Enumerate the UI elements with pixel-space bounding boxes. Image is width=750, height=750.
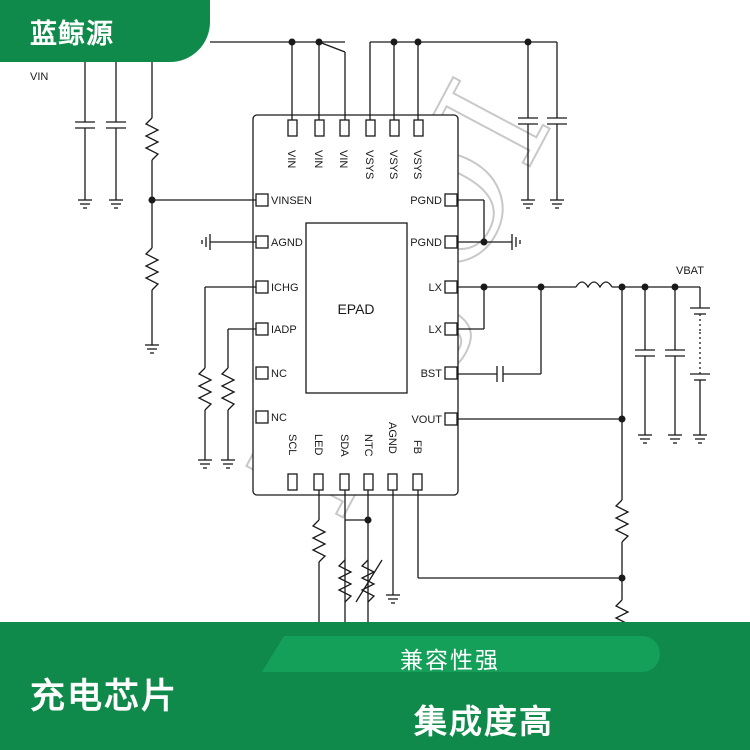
bottom-pin-label: LED [312,434,324,455]
left-pin-label: VINSEN [271,195,312,207]
bottom-pin-labels: SCL LED SDA NTC AGND FB [286,422,423,457]
bottom-pin-label: FB [411,440,423,454]
top-pin-label: VIN [337,150,349,168]
left-pin-label: AGND [271,237,303,249]
feature-tag-text: 兼容性强 [400,648,500,674]
footer-left-title: 充电芯片 [30,677,179,717]
bottom-pin-label: NTC [362,434,374,457]
right-pin-label: BST [421,368,443,380]
brand-tab [0,0,210,62]
bottom-pin-label: SCL [286,434,298,455]
top-pin-labels: VIN VIN VIN VSYS VSYS VSYS [285,150,423,179]
top-pin-label: VIN [285,150,297,168]
footer-right-title: 集成度高 [414,702,554,741]
epad-label: EPAD [337,301,374,317]
right-pin-label: LX [429,282,443,294]
top-pin-label: VSYS [387,150,399,179]
left-pin-label: IADP [271,324,297,336]
net-label-vin: VIN [30,71,48,83]
wiring [75,41,710,629]
right-pin-label: VOUT [411,414,442,426]
top-pin-label: VSYS [411,150,423,179]
bottom-pin-label: SDA [338,434,350,457]
left-pin-label: NC [271,368,287,380]
right-pin-label: PGND [410,195,442,207]
left-pin-labels: VINSEN AGND ICHG IADP NC NC [271,195,312,424]
top-pin-label: VIN [312,150,324,168]
net-label-vbat: VBAT [676,265,704,277]
brand-name: 蓝鲸源 [30,19,114,50]
right-pin-label: LX [429,324,443,336]
left-pin-label: NC [271,412,287,424]
left-pin-label: ICHG [271,282,299,294]
bottom-pin-label: AGND [386,422,398,454]
right-pin-labels: PGND PGND LX LX BST VOUT [410,195,442,426]
feature-tag-pill [262,636,660,672]
top-pin-label: VSYS [363,150,375,179]
epad [305,222,408,394]
junction-dots [148,38,679,582]
right-pin-label: PGND [410,237,442,249]
